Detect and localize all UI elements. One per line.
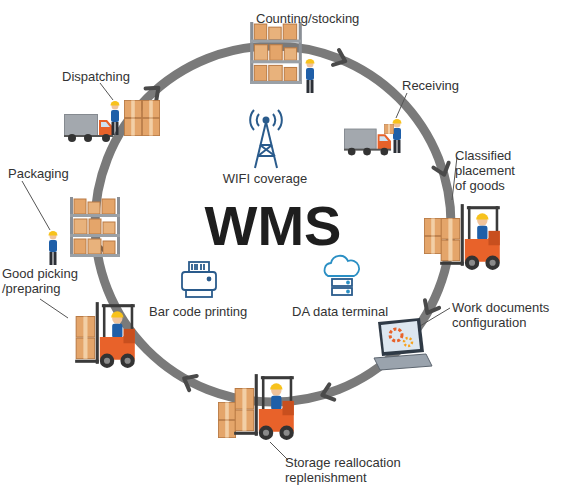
flow-chevron bbox=[184, 376, 197, 390]
barcode-printer-icon bbox=[182, 262, 216, 297]
forklift bbox=[440, 204, 500, 270]
packaging-illustration bbox=[49, 197, 121, 265]
icon-caption: WIFI coverage bbox=[215, 171, 315, 186]
dispatching-illustration bbox=[64, 100, 160, 142]
worker-figure bbox=[111, 101, 120, 135]
receiving-illustration bbox=[344, 119, 402, 155]
flow-chevron bbox=[322, 384, 334, 399]
counting-stocking-illustration bbox=[250, 22, 314, 93]
storage-reallocation-illustration bbox=[218, 374, 293, 440]
leader-lines bbox=[22, 27, 457, 460]
box-stack bbox=[142, 100, 159, 117]
stage-label: Dispatching bbox=[62, 69, 152, 84]
classified-placement-illustration bbox=[424, 204, 499, 270]
truck bbox=[64, 115, 113, 143]
forklift bbox=[234, 374, 294, 440]
box-stack bbox=[218, 420, 235, 437]
box-stack bbox=[218, 402, 235, 419]
icon-caption: DA data terminal bbox=[292, 304, 407, 319]
stage-label: Counting/stocking bbox=[256, 11, 386, 26]
flow-chevron bbox=[333, 50, 345, 65]
center-title: WMS bbox=[89, 198, 457, 254]
shelf-rack bbox=[70, 197, 120, 257]
worker-figure bbox=[49, 231, 58, 265]
box-stack bbox=[124, 100, 141, 117]
box-stack bbox=[142, 118, 159, 135]
data-terminal-icon bbox=[325, 256, 360, 295]
box-stack bbox=[124, 118, 141, 135]
flow-chevron bbox=[433, 163, 448, 175]
box-stack bbox=[424, 236, 441, 253]
stage-label: Classified placement of goods bbox=[455, 148, 529, 193]
flow-chevron bbox=[146, 88, 159, 101]
stage-label: Storage reallocation replenishment bbox=[285, 455, 425, 485]
stage-label: Good picking /preparing bbox=[2, 266, 92, 296]
flow-chevron bbox=[425, 300, 439, 313]
good-picking-illustration bbox=[75, 302, 135, 368]
box-stack bbox=[424, 218, 441, 235]
worker-figure bbox=[306, 59, 315, 93]
stage-label: Packaging bbox=[8, 166, 88, 181]
carried-box bbox=[384, 124, 394, 134]
shelf-rack bbox=[250, 22, 302, 84]
icon-caption: Bar code printing bbox=[149, 304, 267, 319]
laptop-illustration bbox=[374, 318, 432, 370]
stage-label: Receiving bbox=[402, 78, 482, 93]
wifi-tower-icon bbox=[250, 110, 282, 168]
stage-label: Work documents configuration bbox=[452, 300, 558, 330]
truck bbox=[344, 129, 391, 155]
forklift bbox=[75, 302, 135, 368]
